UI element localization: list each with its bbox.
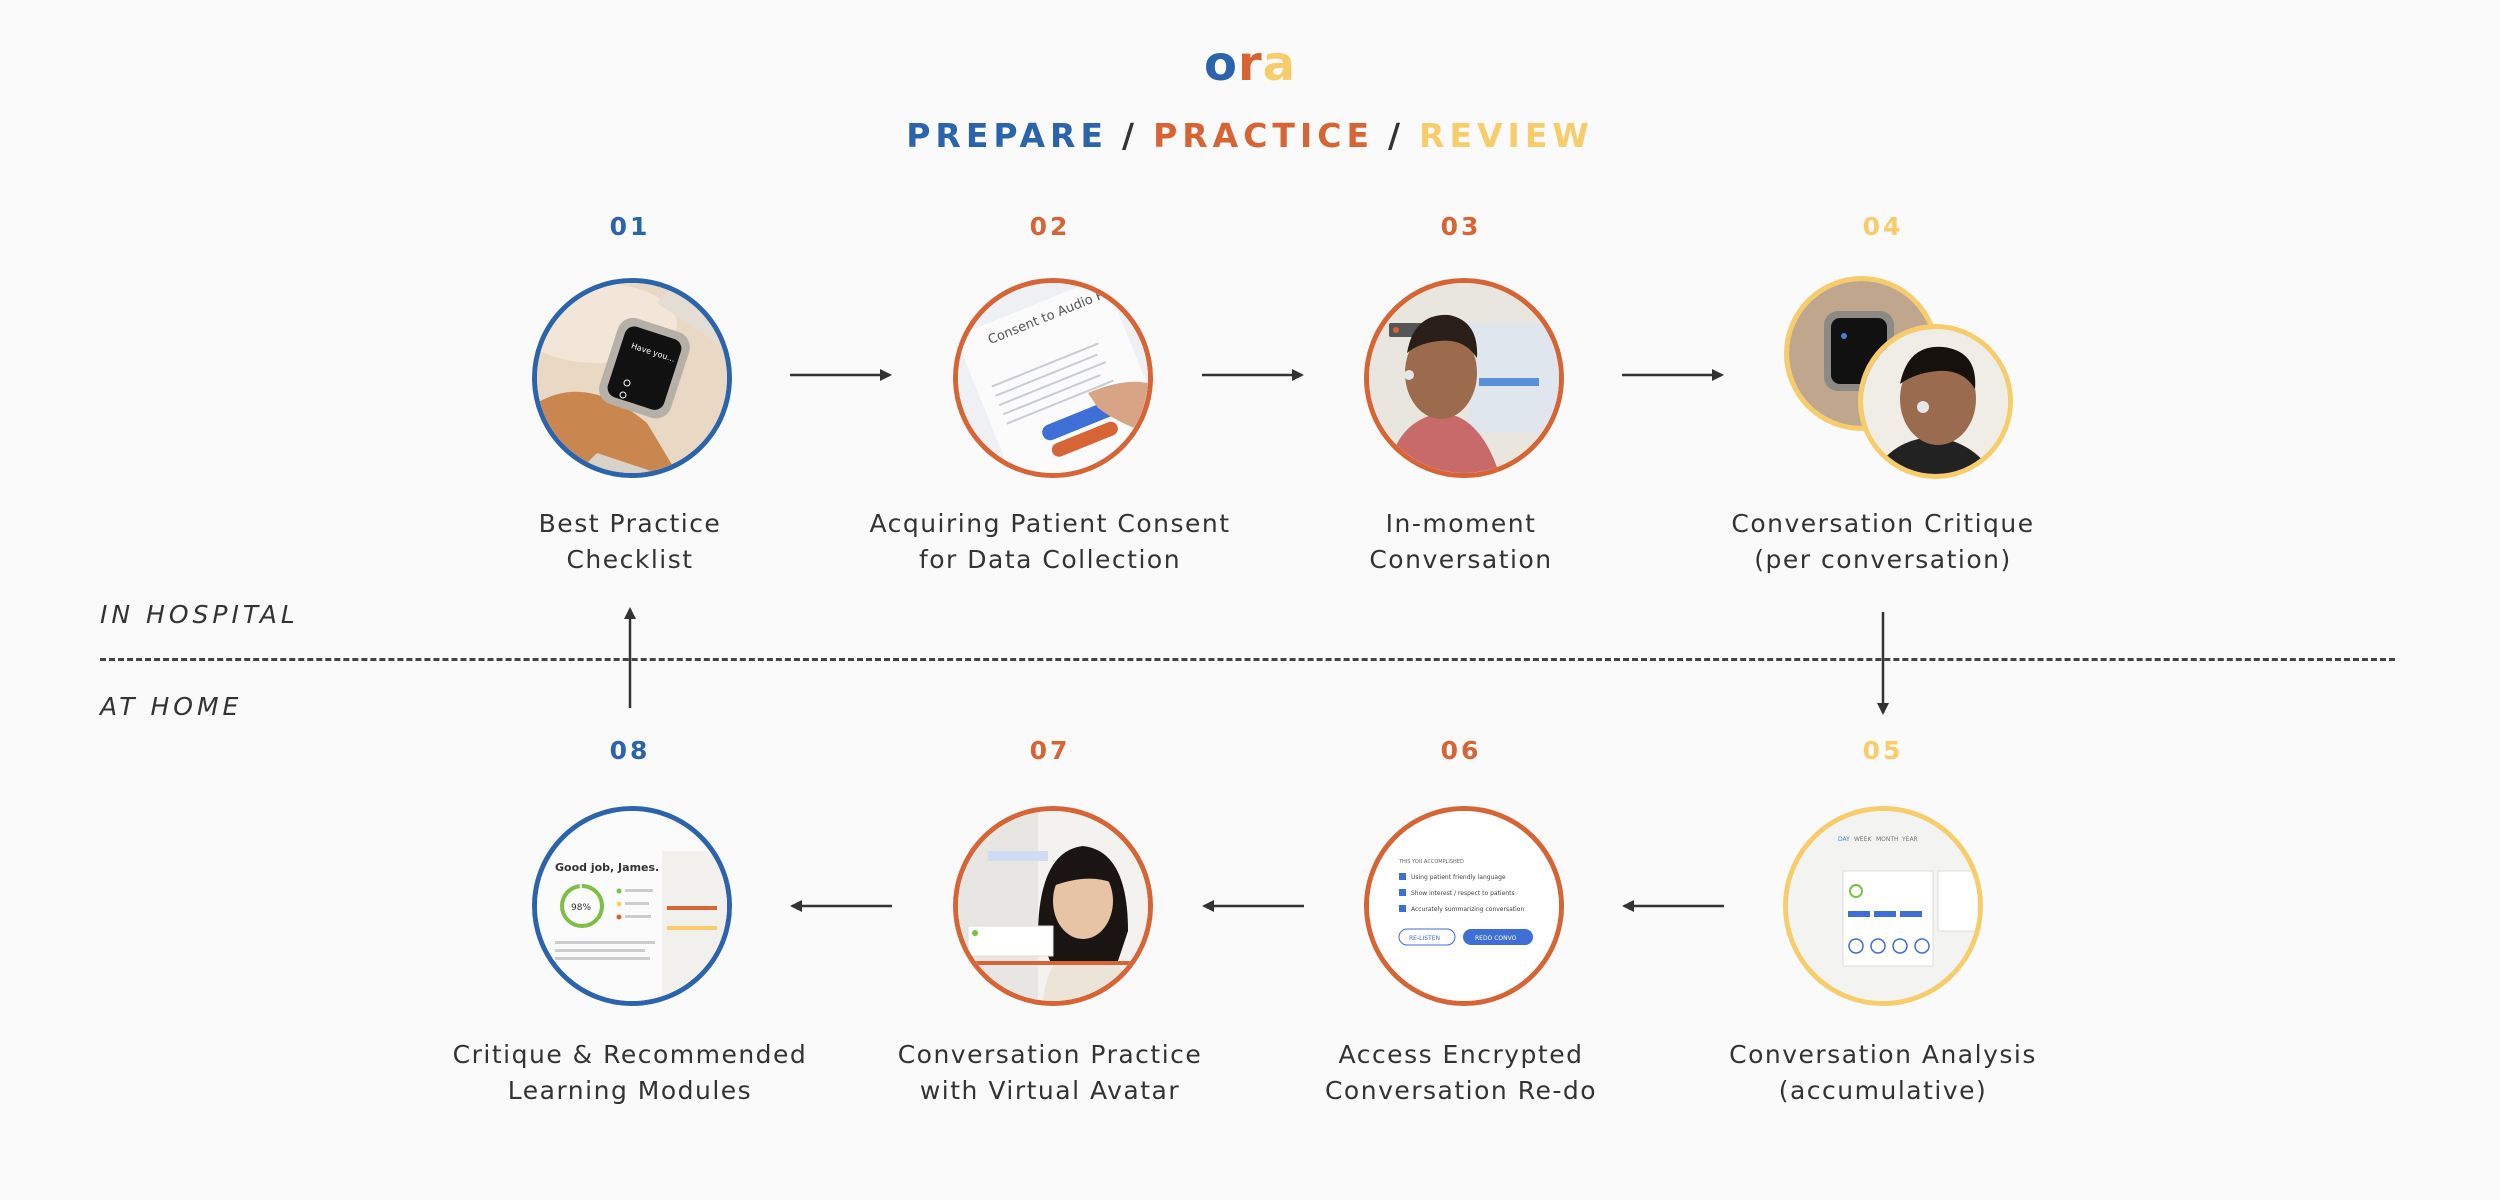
tagline-practice: PRACTICE <box>1153 116 1374 155</box>
tab-day: DAY <box>1838 836 1850 843</box>
tab-year: YEAR <box>1901 836 1918 843</box>
tagline-separator: / <box>1122 116 1140 155</box>
redo-heading: THIS YOU ACCOMPLISHED <box>1398 859 1464 865</box>
tab-week: WEEK <box>1854 836 1873 843</box>
zone-label-home: AT HOME <box>100 692 243 721</box>
virtual-avatar-image <box>953 806 1153 1006</box>
redo-item-2: Show interest / respect to patients <box>1411 890 1515 897</box>
critique-avatar-image <box>1858 324 2013 479</box>
logo-letter-a: a <box>1262 36 1297 92</box>
logo-letter-o: o <box>1203 36 1238 92</box>
smartwatch-checklist-image: Have you… <box>532 278 732 478</box>
redo-convo-button: REDO CONVO <box>1475 935 1517 942</box>
step-number-01: 01 <box>609 212 651 241</box>
tagline-prepare: PREPARE <box>906 116 1109 155</box>
redo-item-3: Accurately summarizing conversation <box>1411 906 1524 913</box>
step-number-07: 07 <box>1029 736 1071 765</box>
tagline-review: REVIEW <box>1419 116 1594 155</box>
consent-form-image: Consent to Audio Recording <box>953 278 1153 478</box>
step-number-05: 05 <box>1862 736 1904 765</box>
step-label-04: Conversation Critique(per conversation) <box>1731 509 2035 574</box>
doctor-conversation-image <box>1364 278 1564 478</box>
logo-letter-r: r <box>1237 36 1263 92</box>
tagline: PREPARE / PRACTICE / REVIEW <box>0 112 2500 160</box>
module-title: Good job, James. <box>555 861 659 874</box>
step-label-05: Conversation Analysis(accumulative) <box>1729 1040 2037 1105</box>
relisten-button: RE-LISTEN <box>1409 935 1440 942</box>
tab-month: MONTH <box>1876 836 1899 843</box>
module-score: 98% <box>571 903 591 913</box>
step-number-06: 06 <box>1440 736 1482 765</box>
zone-divider <box>100 658 2395 661</box>
step-number-03: 03 <box>1440 212 1482 241</box>
tagline-separator: / <box>1387 116 1406 155</box>
redo-checklist-image: THIS YOU ACCOMPLISHED Using patient frie… <box>1364 806 1564 1006</box>
learning-modules-image: Good job, James. 98% <box>532 806 732 1006</box>
zone-label-hospital: IN HOSPITAL <box>100 600 299 629</box>
analysis-dashboard-image: DAY WEEK MONTH YEAR <box>1783 806 1983 1006</box>
ora-logo: ora <box>0 34 2500 94</box>
redo-item-1: Using patient friendly language <box>1411 874 1506 881</box>
step-number-04: 04 <box>1862 212 1904 241</box>
step-number-02: 02 <box>1029 212 1071 241</box>
step-number-08: 08 <box>609 736 651 765</box>
